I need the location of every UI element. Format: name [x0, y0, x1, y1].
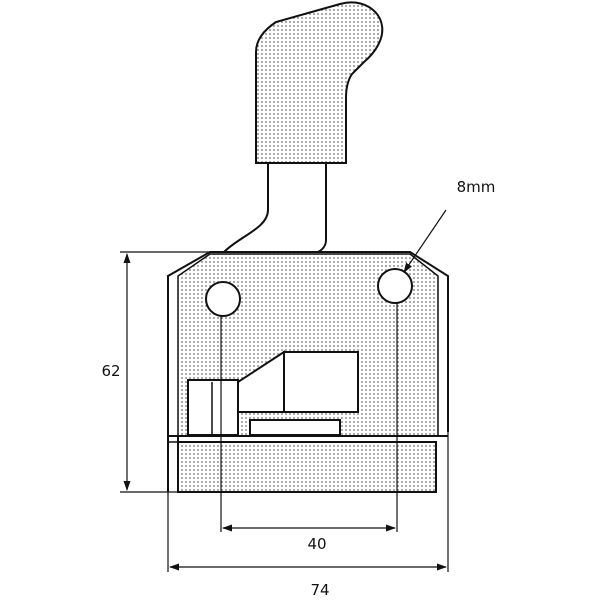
housing-outline	[167, 251, 449, 492]
mounting-hole-left	[205, 281, 241, 317]
dimension-label-hole-diameter: 8mm	[457, 178, 496, 196]
dimension-label-width: 74	[310, 581, 329, 599]
internal-mechanism	[187, 350, 359, 436]
mounting-hole-right	[377, 268, 413, 304]
leader-line-hole	[403, 209, 447, 273]
lever-shaft	[223, 163, 327, 253]
dimension-label-hole-spacing: 40	[307, 535, 326, 553]
dimension-label-height: 62	[101, 362, 120, 380]
lever-knob	[255, 1, 384, 164]
